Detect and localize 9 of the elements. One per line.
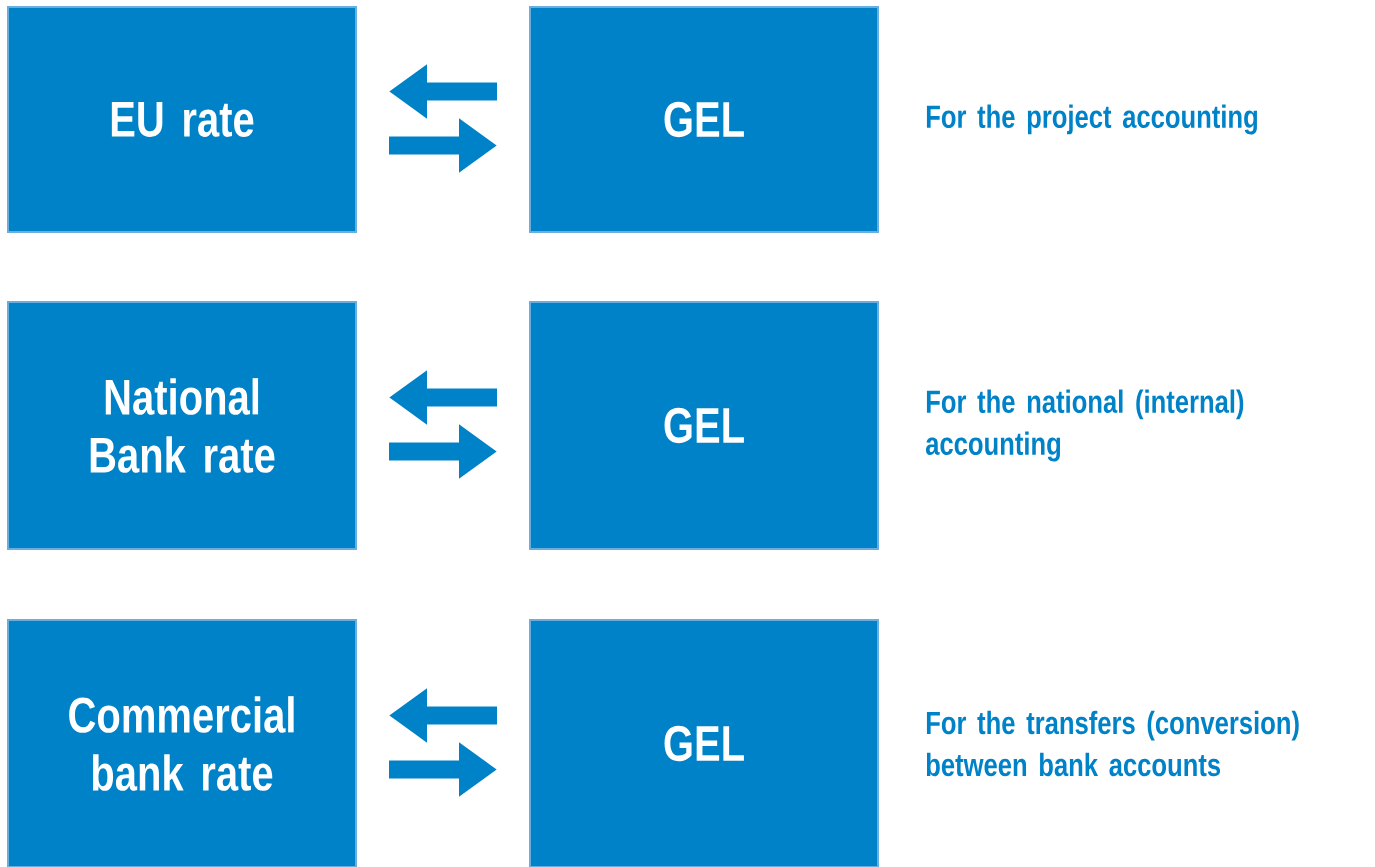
rate-box: GEL (529, 619, 879, 867)
rate-box: Commercial bank rate (7, 619, 357, 867)
rate-box: GEL (529, 6, 879, 233)
description-text: For the transfers (conversion) between bank accounts (926, 710, 1299, 777)
description-text: For the project accounting (926, 104, 1257, 135)
rate-box: GEL (529, 301, 879, 550)
description-text: For the national (internal) accounting (925, 389, 1244, 462)
rate-box: EU rate (7, 6, 357, 233)
rate-box: National Bank rate (7, 301, 357, 550)
